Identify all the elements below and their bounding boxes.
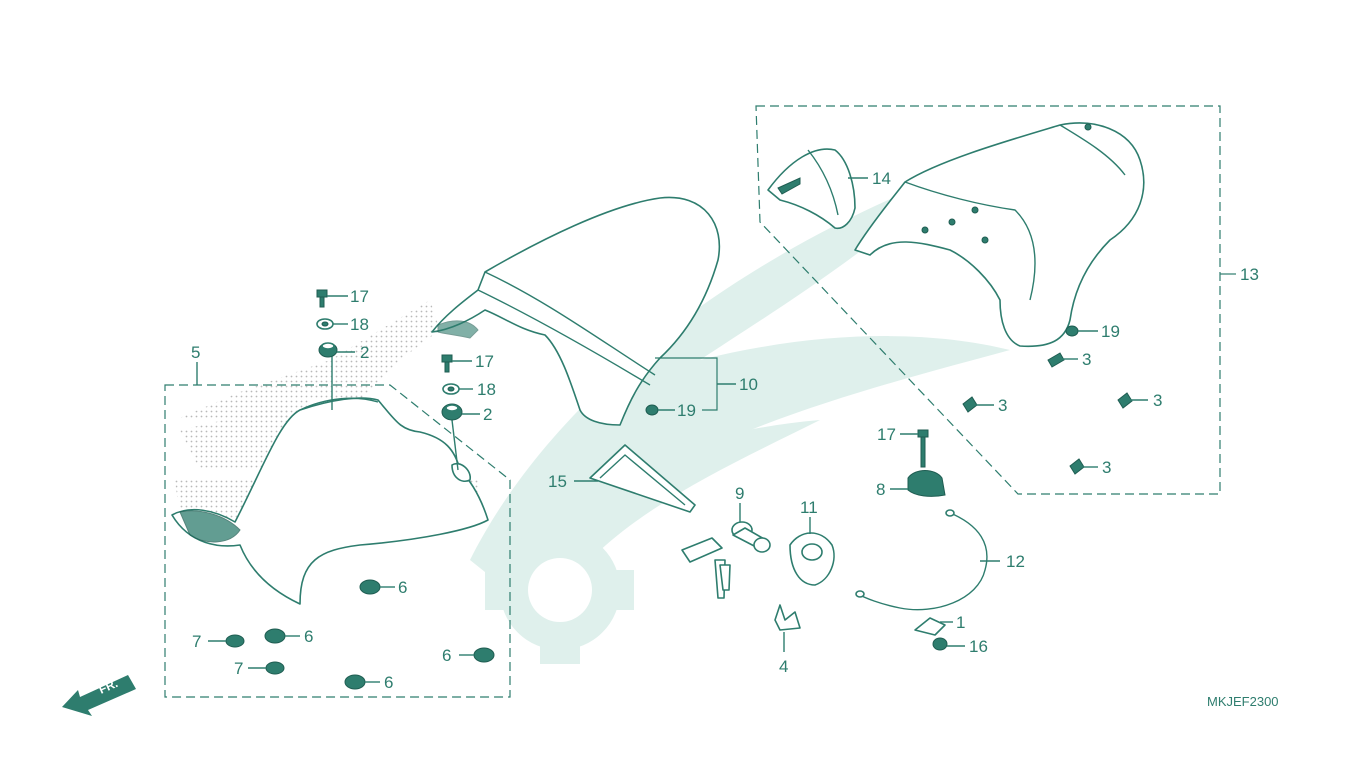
callout-14: 14 — [872, 169, 891, 188]
seat-lock-key-set — [681, 521, 771, 599]
callout-3: 3 — [1102, 458, 1111, 477]
grommets-6-7 — [225, 579, 495, 690]
callout-3: 3 — [1082, 350, 1091, 369]
callout-6: 6 — [442, 646, 451, 665]
washer-18-left — [316, 318, 334, 330]
callout-9: 9 — [735, 484, 744, 503]
bolt-17-right — [441, 354, 453, 373]
rear-seat-cowl — [854, 122, 1145, 348]
callout-17: 17 — [475, 352, 494, 371]
callout-11: 11 — [800, 498, 818, 517]
front-direction-arrow-icon — [62, 675, 136, 716]
callout-18: 18 — [477, 380, 496, 399]
grommet-2-right — [441, 403, 463, 421]
callout-17: 17 — [877, 425, 896, 444]
callout-4: 4 — [779, 657, 788, 676]
callout-18: 18 — [350, 315, 369, 334]
front-seat — [171, 355, 489, 605]
callout-8: 8 — [876, 480, 885, 499]
callout-19: 19 — [1101, 322, 1120, 341]
washer-18-right — [442, 383, 460, 395]
lock-cover — [789, 532, 835, 586]
dampers-3-19 — [645, 325, 1133, 475]
callout-1: 1 — [956, 613, 965, 632]
diagram-code: MKJEF2300 — [1207, 694, 1279, 709]
callout-19: 19 — [677, 401, 696, 420]
seat-cable — [855, 509, 988, 611]
rear-seat — [431, 196, 721, 426]
callout-6: 6 — [384, 673, 393, 692]
seat-catch — [907, 429, 946, 497]
callout-7: 7 — [192, 632, 201, 651]
leader-lines — [196, 177, 1236, 683]
clip — [774, 604, 801, 631]
callout-7: 7 — [234, 659, 243, 678]
bracket-1 — [914, 617, 946, 636]
callout-6: 6 — [304, 627, 313, 646]
grommet-2-left — [318, 342, 338, 358]
callout-15: 15 — [548, 472, 567, 491]
seat-strap — [589, 444, 696, 513]
callout-17: 17 — [350, 287, 369, 306]
callout-16: 16 — [969, 637, 988, 656]
callout-13: 13 — [1240, 265, 1259, 284]
callout-6: 6 — [398, 578, 407, 597]
bolt-17-left — [316, 289, 328, 308]
bolt-16 — [932, 637, 948, 651]
callout-3: 3 — [998, 396, 1007, 415]
callout-10: 10 — [739, 375, 758, 394]
callout-2: 2 — [360, 343, 369, 362]
group-box-13 — [755, 105, 1221, 495]
callout-3: 3 — [1153, 391, 1162, 410]
callout-2: 2 — [483, 405, 492, 424]
callout-12: 12 — [1006, 552, 1025, 571]
group-box-5 — [164, 384, 511, 698]
callout-labels: 5 17 18 2 17 18 2 10 19 14 13 19 3 3 3 3… — [191, 169, 1259, 692]
callout-5: 5 — [191, 343, 200, 362]
cowl-bracket — [767, 148, 856, 230]
